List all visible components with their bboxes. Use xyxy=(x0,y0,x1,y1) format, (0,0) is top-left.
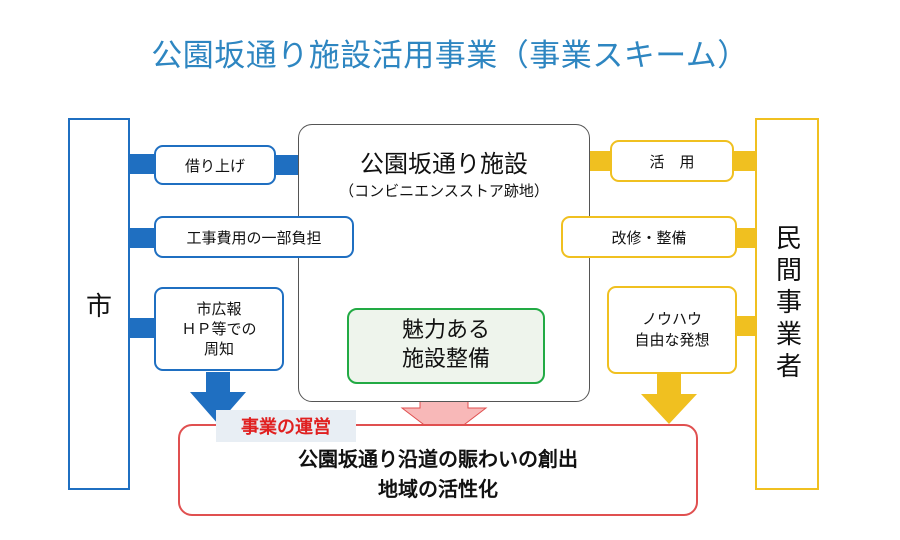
connector-borrow xyxy=(130,154,156,174)
attractive-facility-box: 魅力ある 施設整備 xyxy=(347,308,545,384)
operation-label: 事業の運営 xyxy=(216,410,356,442)
knowhow-line-2: 自由な発想 xyxy=(634,331,710,349)
cost-share-label: 工事費用の一部負担 xyxy=(186,228,322,247)
result-line-1: 公園坂通り沿道の賑わいの創出 xyxy=(298,447,578,471)
city-down-arrow xyxy=(190,372,246,424)
renovation-label: 改修・整備 xyxy=(611,228,687,247)
knowhow-label-box: ノウハウ 自由な発想 xyxy=(607,286,737,374)
borrow-label-box: 借り上げ xyxy=(154,145,276,185)
private-down-arrow xyxy=(641,374,697,424)
utilize-label: 活 用 xyxy=(649,152,695,171)
utilize-label-box: 活 用 xyxy=(610,140,734,182)
connector-renovation xyxy=(737,228,756,248)
facility-subtitle: （コンビニエンスストア跡地） xyxy=(339,182,549,200)
knowhow-line-1: ノウハウ xyxy=(641,310,702,328)
publicity-label-box: 市広報 ＨＰ等での 周知 xyxy=(154,287,284,371)
attractive-line-1: 魅力ある xyxy=(401,318,490,344)
cost-share-label-box: 工事費用の一部負担 xyxy=(154,216,354,258)
publicity-line-2: ＨＰ等での xyxy=(181,319,257,338)
facility-title: 公園坂通り施設 xyxy=(360,150,528,178)
attractive-line-2: 施設整備 xyxy=(401,347,490,372)
publicity-line-3: 周知 xyxy=(203,340,234,359)
connector-pr xyxy=(130,318,156,338)
city-box: 市 xyxy=(68,118,130,490)
connector-use xyxy=(734,151,756,171)
private-operator-label: 民間事業者 xyxy=(771,224,802,384)
connector-cost xyxy=(130,228,156,248)
borrow-label: 借り上げ xyxy=(184,156,245,175)
publicity-line-1: 市広報 xyxy=(196,299,242,318)
city-label: 市 xyxy=(85,291,112,322)
result-box: 公園坂通り沿道の賑わいの創出 地域の活性化 xyxy=(178,424,698,516)
page-title: 公園坂通り施設活用事業（事業スキーム） xyxy=(151,38,749,74)
connector-know xyxy=(737,316,756,336)
private-operator-box: 民間事業者 xyxy=(755,118,819,490)
renovation-label-box: 改修・整備 xyxy=(561,216,737,258)
result-line-2: 地域の活性化 xyxy=(378,477,498,501)
